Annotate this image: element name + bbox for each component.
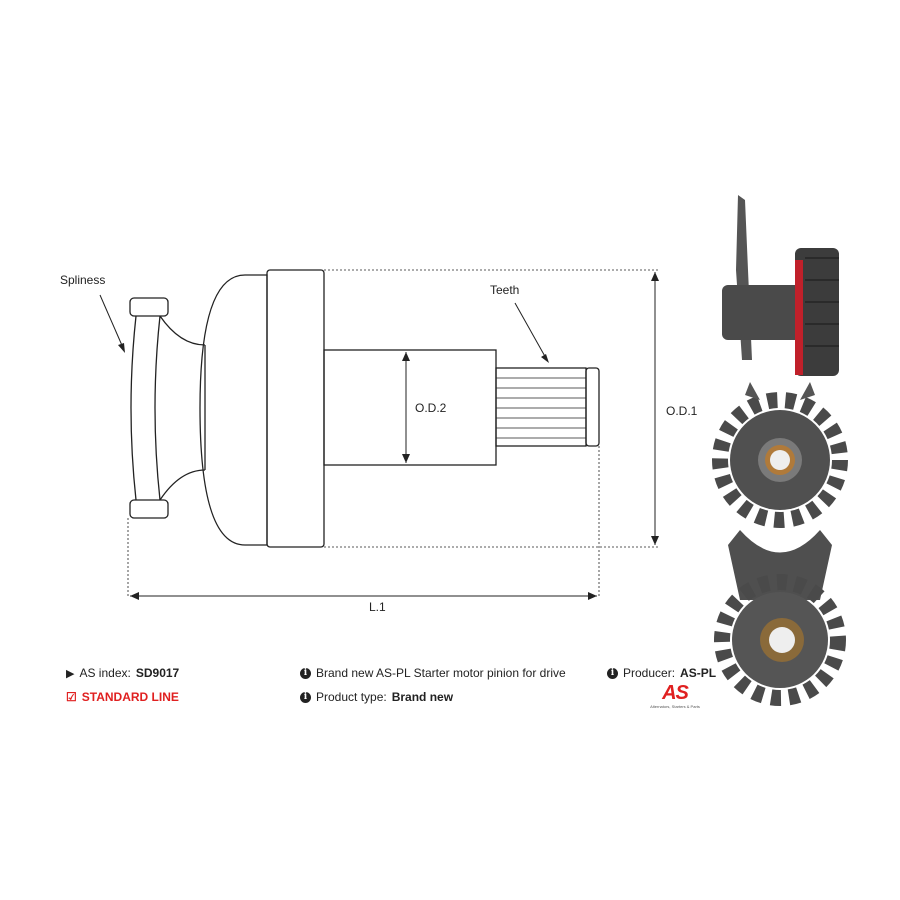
logo-tagline: Alternators, Starters & Parts bbox=[650, 704, 700, 709]
producer: i Producer: AS-PL bbox=[607, 666, 716, 680]
photo-side-view bbox=[722, 195, 839, 376]
tag-icon: ▶ bbox=[66, 667, 75, 680]
label-od2: O.D.2 bbox=[415, 401, 447, 415]
label-l1: L.1 bbox=[369, 600, 386, 614]
checkbox-icon: ☑ bbox=[66, 690, 77, 704]
standard-line-label: STANDARD LINE bbox=[81, 690, 179, 704]
photo-rear-view bbox=[714, 530, 846, 706]
as-index-value: SD9017 bbox=[135, 666, 180, 680]
product-type-value: Brand new bbox=[391, 690, 454, 704]
logo-text: AS bbox=[662, 682, 689, 704]
label-od1: O.D.1 bbox=[666, 404, 698, 418]
label-spliness: Spliness bbox=[60, 273, 106, 287]
info-icon: i bbox=[300, 667, 311, 679]
label-teeth: Teeth bbox=[490, 283, 520, 297]
photo-front-view bbox=[712, 382, 848, 528]
standard-line: ☑ STANDARD LINE bbox=[66, 690, 179, 704]
info-icon: i bbox=[300, 691, 311, 703]
as-index: ▶ AS index: SD9017 bbox=[66, 666, 179, 680]
info-icon: i bbox=[607, 667, 618, 679]
producer-label: Producer: bbox=[623, 666, 676, 680]
product-type-label: Product type: bbox=[316, 690, 387, 704]
product-type: i Product type: Brand new bbox=[300, 690, 453, 704]
as-logo: AS Alternators, Starters & Parts bbox=[640, 682, 710, 709]
description-text: Brand new AS-PL Starter motor pinion for… bbox=[316, 666, 566, 680]
producer-value: AS-PL bbox=[680, 666, 717, 680]
description: i Brand new AS-PL Starter motor pinion f… bbox=[300, 666, 566, 680]
as-index-label: AS index: bbox=[79, 666, 131, 680]
